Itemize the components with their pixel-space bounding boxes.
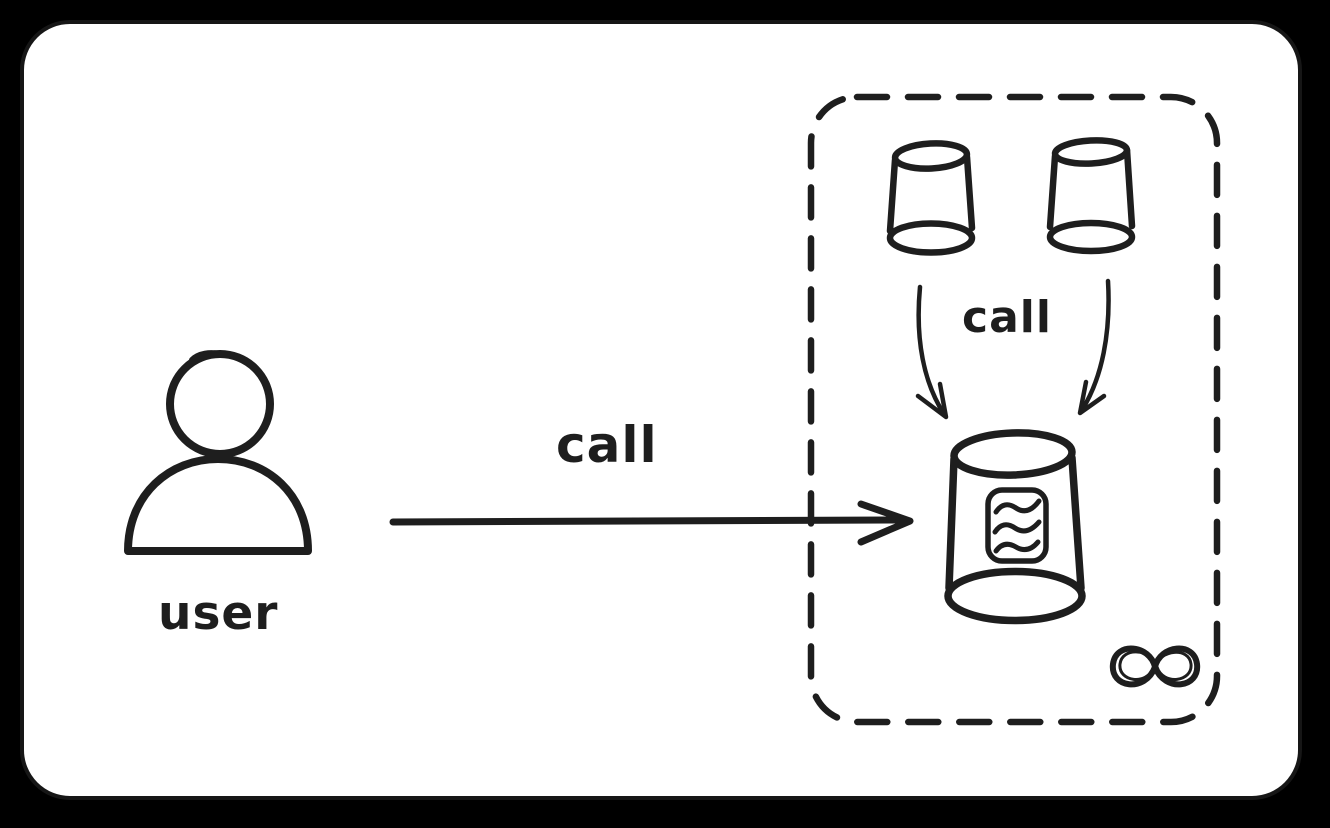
service-boundary-box	[807, 93, 1221, 726]
call-label-inner: call	[962, 292, 1052, 343]
main-bucket-icon	[944, 429, 1086, 625]
user-label: user	[158, 586, 279, 641]
call-arrow-main	[389, 500, 914, 546]
call-arrow-left	[915, 284, 949, 420]
worker-bucket-right-icon	[1046, 137, 1136, 255]
worker-bucket-left-icon	[886, 140, 976, 256]
document-icon	[985, 487, 1049, 564]
infinity-icon	[1109, 645, 1201, 688]
user-person-icon	[124, 350, 312, 555]
call-arrow-right	[1077, 278, 1111, 416]
call-label-main: call	[556, 416, 658, 474]
diagram-canvas	[20, 20, 1302, 800]
